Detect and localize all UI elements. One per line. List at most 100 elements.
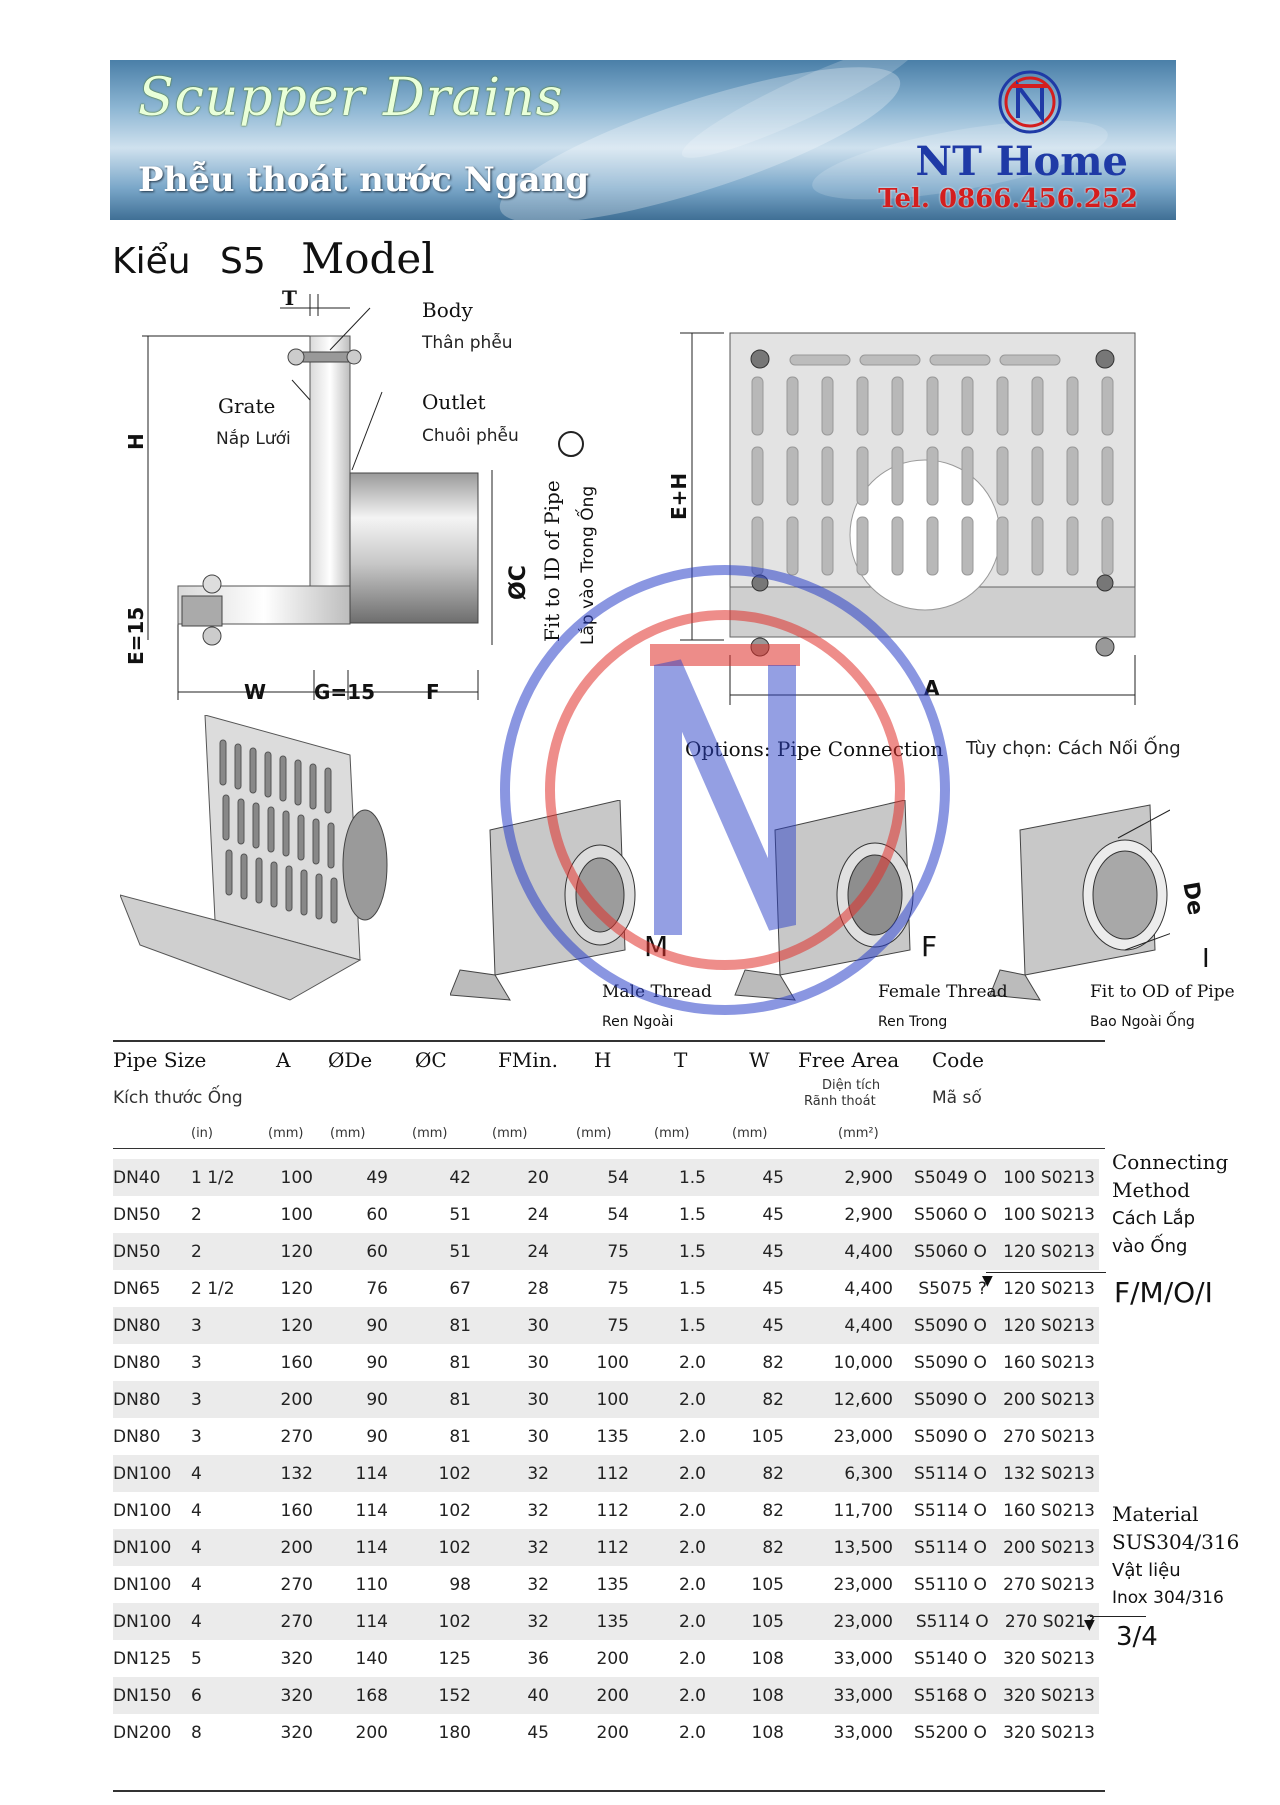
table-cell: 2.0	[678, 1648, 706, 1669]
grate-slot	[1066, 446, 1079, 506]
table-cell: S5114 O 132 S0213	[893, 1455, 1099, 1492]
options-title-vn: Tùy chọn: Cách Nối Ống	[966, 738, 1181, 759]
table-header-rule	[113, 1148, 1105, 1149]
table-cell: DN100	[113, 1500, 172, 1521]
grate-slot	[1031, 376, 1044, 436]
grate-slot	[324, 767, 332, 814]
table-cell: 4,400	[784, 1307, 893, 1344]
table-cell: 51	[388, 1233, 471, 1270]
table-cell: 140	[355, 1648, 388, 1669]
table-cell: 40	[471, 1677, 549, 1714]
label-outlet-vn: Chuôi phễu	[422, 426, 519, 446]
table-cell: 102	[438, 1500, 471, 1521]
grate-slot	[249, 747, 257, 794]
grate-slot	[270, 861, 278, 908]
table-cell: 2	[191, 1204, 202, 1225]
table-cell: 135	[596, 1426, 629, 1447]
od-label-vn: Bao Ngoài Ống	[1090, 1014, 1195, 1030]
table-cell: S5090 O 270 S0213	[914, 1426, 1095, 1447]
grate-slot	[255, 857, 263, 904]
table-cell: 320	[280, 1648, 313, 1669]
table-cell: 45	[762, 1204, 784, 1225]
table-cell: 114	[355, 1500, 388, 1521]
table-cell: 270	[280, 1574, 313, 1595]
grate-slot	[297, 814, 305, 861]
table-cell: 110	[355, 1574, 388, 1595]
th-w: W	[749, 1048, 770, 1072]
table-cell: DN65	[113, 1278, 161, 1299]
arrow-down-icon: ▼	[1084, 1617, 1095, 1633]
table-bottom-rule	[113, 1790, 1105, 1792]
grate-slot	[264, 751, 272, 798]
note-arrow-line	[986, 1272, 1106, 1273]
table-cell: DN100	[113, 1529, 191, 1566]
th-f: FMin.	[498, 1048, 558, 1072]
unit-a: (mm)	[268, 1126, 304, 1141]
note-sus: SUS304/316	[1112, 1530, 1240, 1554]
table-cell: DN80	[113, 1307, 191, 1344]
female-letter: F	[921, 930, 938, 963]
table-cell: 200	[549, 1677, 629, 1714]
model-kieu: Kiểu	[112, 241, 191, 282]
table-cell: 200	[355, 1722, 388, 1743]
table-cell: 4	[191, 1603, 243, 1640]
table-cell: 67	[449, 1278, 471, 1299]
note-arrow-line-2	[1090, 1616, 1146, 1617]
grate-slot	[282, 810, 290, 857]
grate-slot	[856, 446, 869, 506]
label-grate-vn: Nắp Lưới	[216, 429, 291, 449]
table-cell: 54	[607, 1204, 629, 1225]
table-cell: 8	[191, 1722, 202, 1743]
side-view-drawing	[142, 294, 493, 700]
table-cell: 114	[313, 1529, 388, 1566]
od-fit-unit	[989, 804, 1170, 1001]
table-cell: 60	[313, 1233, 388, 1270]
table-cell: 6,300	[784, 1455, 893, 1492]
table-cell: 76	[366, 1278, 388, 1299]
unit-c: (mm)	[412, 1126, 448, 1141]
table-cell: 132	[243, 1455, 313, 1492]
grate-slot	[1066, 376, 1079, 436]
table-cell: DN50	[113, 1233, 191, 1270]
table-cell: 4	[191, 1500, 202, 1521]
grate-slot	[315, 873, 323, 920]
grate-slot	[1101, 446, 1114, 506]
table-cell: S5114 O 160 S0213	[914, 1500, 1095, 1521]
table-cell: 82	[706, 1529, 784, 1566]
grate-slot	[285, 865, 293, 912]
table-cell: S5114 O 200 S0213	[893, 1529, 1099, 1566]
table-cell: 45	[706, 1159, 784, 1196]
table-cell: 1.5	[678, 1278, 706, 1299]
table-cell: 33,000	[784, 1677, 893, 1714]
note-method: Method	[1112, 1178, 1191, 1202]
grate-slot	[961, 376, 974, 436]
note-material: Material	[1112, 1502, 1199, 1526]
table-cell: S5060 O 100 S0213	[914, 1204, 1095, 1225]
table-cell: 51	[449, 1204, 471, 1225]
th-code-vn: Mã số	[932, 1088, 982, 1108]
label-body-vn: Thân phễu	[422, 333, 513, 353]
table-cell: 24	[527, 1204, 549, 1225]
dim-g15: G=15	[314, 680, 376, 704]
unit-h: (mm)	[576, 1126, 612, 1141]
table-cell: 180	[438, 1722, 471, 1743]
brand-phone: Tel. 0866.456.252	[878, 184, 1138, 214]
unit-w: (mm)	[732, 1126, 768, 1141]
model-title: Kiểu S5 Model	[112, 234, 435, 283]
label-body: Body	[422, 298, 473, 322]
i-letter: I	[1202, 944, 1210, 974]
table-cell: 33,000	[833, 1722, 893, 1743]
table-cell: 30	[527, 1352, 549, 1373]
label-outlet: Outlet	[422, 390, 486, 414]
unit-f: (mm)	[492, 1126, 528, 1141]
th-size: Pipe Size	[113, 1048, 207, 1072]
male-thread-unit	[450, 800, 636, 1001]
banner-title: Scupper Drains	[138, 68, 564, 128]
table-cell: S5140 O 320 S0213	[914, 1648, 1095, 1669]
table-cell: 4	[191, 1455, 243, 1492]
